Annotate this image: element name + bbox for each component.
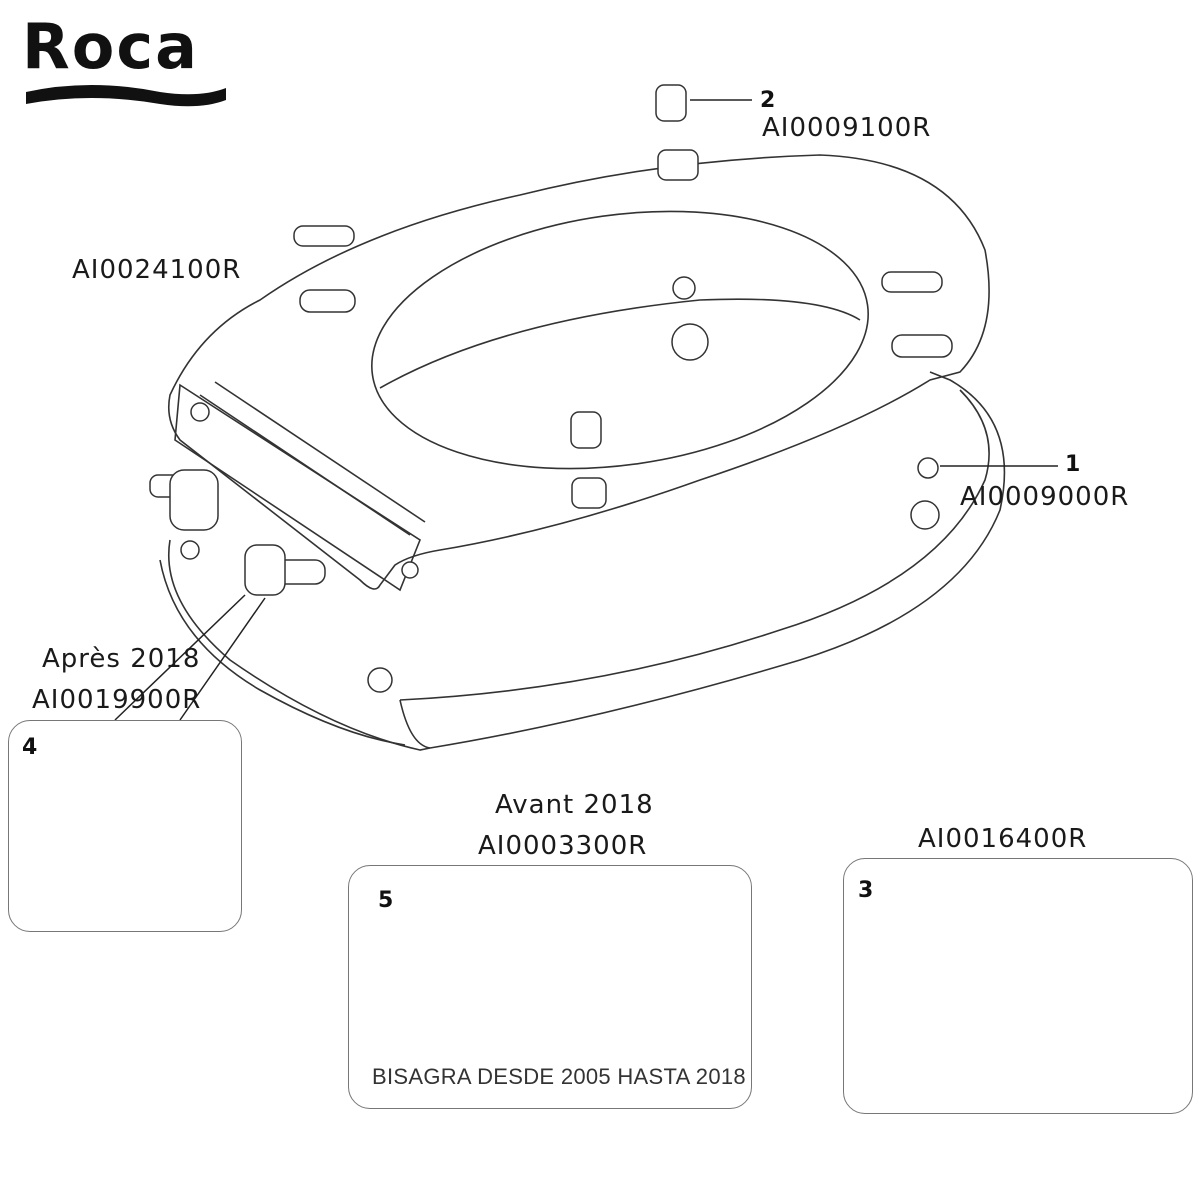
box5-note: Avant 2018 xyxy=(495,790,654,820)
box4-ref: AI0019900R xyxy=(32,685,202,715)
box4-number: 4 xyxy=(22,735,38,760)
box4-panel xyxy=(8,720,242,932)
box4-note: Après 2018 xyxy=(42,644,201,674)
brand-logo: Roca xyxy=(22,10,199,83)
box5-ref: AI0003300R xyxy=(478,831,648,861)
box5-caption: BISAGRA DESDE 2005 HASTA 2018 xyxy=(372,1064,746,1089)
part-1-number: 1 xyxy=(1065,452,1081,477)
upper-seat xyxy=(167,154,990,592)
box3-ref: AI0016400R xyxy=(918,824,1088,854)
part-2-ref: AI0009100R xyxy=(762,113,932,143)
box3-panel xyxy=(843,858,1193,1114)
leader-lines xyxy=(114,99,1058,721)
box3-number: 3 xyxy=(858,878,874,903)
bumpers xyxy=(293,84,943,479)
box5-panel xyxy=(348,865,752,1109)
part-2-number: 2 xyxy=(760,88,776,113)
hinges xyxy=(149,402,419,693)
seat-bumper-slots xyxy=(299,149,953,530)
box5-number: 5 xyxy=(378,888,394,913)
part-1-ref: AI0009000R xyxy=(960,482,1130,512)
lower-seat xyxy=(159,371,1006,751)
logo-swoosh xyxy=(26,85,226,107)
part-bumper-ref: AI0024100R xyxy=(72,255,242,285)
